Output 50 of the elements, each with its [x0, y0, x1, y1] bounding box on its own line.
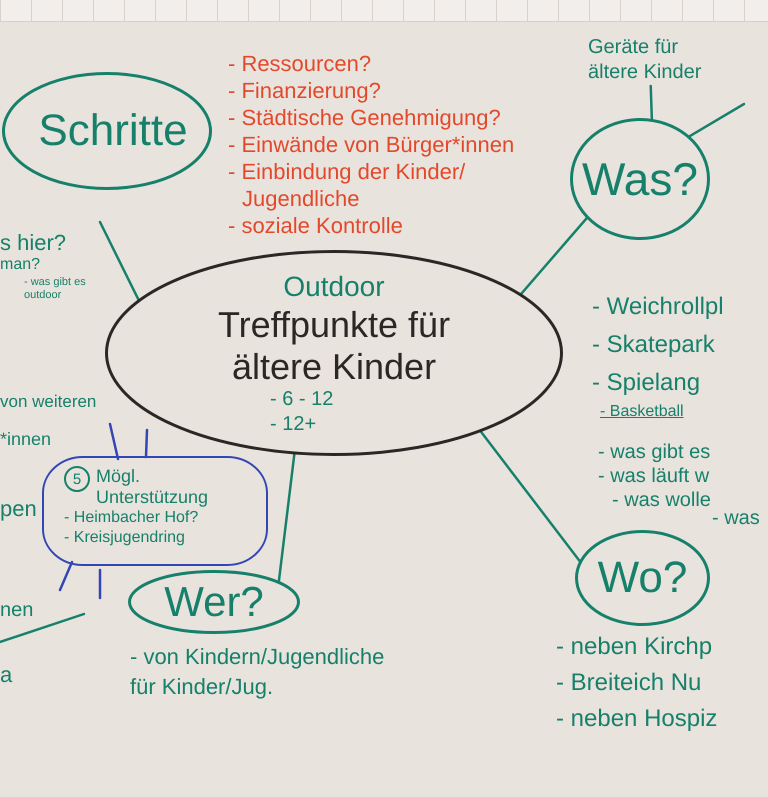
question-ellipse [575, 530, 710, 626]
heading-ellipse [2, 72, 212, 190]
list-item: - Heimbacher Hof? [64, 508, 200, 528]
topic-heading: Outdoor [283, 270, 385, 304]
note-text: s hier? [0, 230, 66, 256]
list-item: - was wolle [612, 488, 711, 512]
list-item: - Ressourcen? [228, 50, 372, 77]
note-text: nen [0, 598, 34, 622]
note-text: pen [0, 496, 37, 522]
heading-text: Schritte [38, 109, 188, 153]
list-item: - 6 - 12 [270, 386, 334, 412]
connector-line [277, 452, 296, 584]
list-item: - Weichrollpl [592, 292, 724, 322]
list-item: - neben Kirchp [556, 632, 712, 662]
list-item: - Spielang [592, 368, 700, 398]
question-text: Was? [582, 156, 698, 202]
list-item: - Kreisjugendring [64, 528, 186, 548]
question-text: Wer? [164, 581, 264, 623]
connector-line [98, 220, 140, 302]
note-text: *innen [0, 428, 52, 450]
connector-line [649, 84, 654, 122]
list-item: - 12+ [270, 412, 316, 437]
connector-line [687, 102, 746, 138]
list-item: - Einwände von Bürger*innen [228, 131, 514, 158]
cloud-shape [42, 456, 268, 566]
list-item: - Finanzierung? [228, 77, 381, 104]
question-ellipse [128, 570, 300, 634]
list-item: - von Kindern/Jugendliche für Kinder/Jug. [130, 643, 386, 701]
question-ellipse [570, 118, 710, 240]
list-item: - Skatepark [592, 330, 715, 360]
note-text: - was gibt es outdoor [24, 276, 87, 302]
note-text: man? [0, 256, 40, 274]
cloud-heading: Mögl. Unterstützung [96, 466, 210, 508]
list-item: - Einbindung der Kinder/ Jugendliche [228, 158, 466, 212]
topic-ellipse [105, 250, 563, 456]
list-item: - was [712, 506, 760, 530]
question-text: Wo? [598, 556, 688, 600]
list-item: - soziale Kontrolle [228, 212, 403, 239]
list-item: - Städtische Genehmigung? [228, 104, 501, 131]
list-item: - Basketball [600, 402, 684, 422]
note-text: von weiteren [0, 392, 96, 412]
note-text: Geräte für ältere Kinder [588, 34, 718, 86]
list-item: - Breiteich Nu [556, 668, 702, 698]
topic-title: Treffpunkte für ältere Kinder [216, 304, 452, 387]
list-item: - was läuft w [598, 464, 710, 488]
list-item: - neben Hospiz [556, 704, 718, 734]
connector-line [478, 430, 582, 564]
connector-line [519, 216, 589, 296]
list-item: - was gibt es [598, 440, 710, 464]
note-text: a [0, 662, 12, 688]
